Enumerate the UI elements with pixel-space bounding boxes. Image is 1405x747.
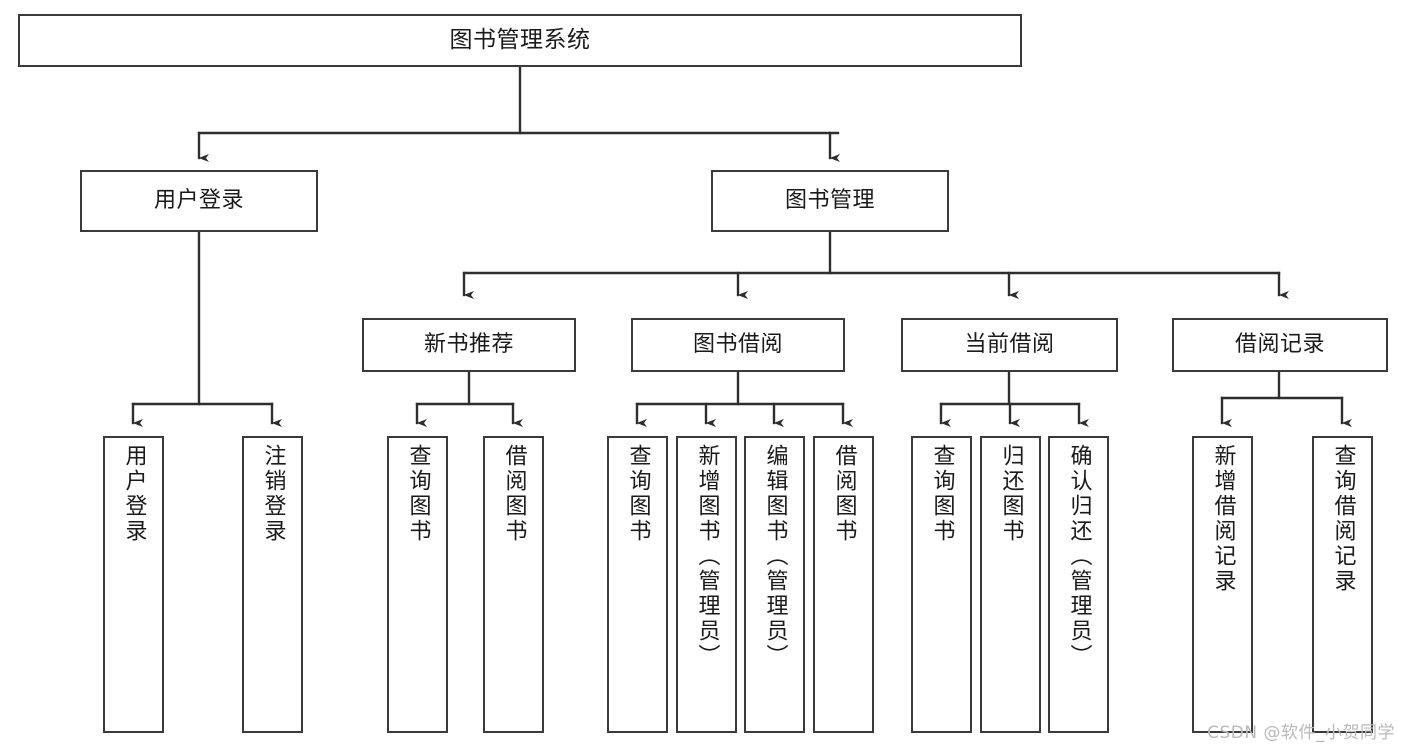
leaf-book-borrow-add-book-admin[interactable]: 新增图书（管理员） (676, 436, 737, 733)
leaf-book-borrow-query-book[interactable]: 查询图书 (607, 436, 668, 733)
node-label: 图书借阅 (692, 332, 783, 358)
node-label: 当前借阅 (964, 332, 1055, 358)
node-label: 确认归还（管理员） (1066, 444, 1092, 669)
leaf-borrow-record-query-record[interactable]: 查询借阅记录 (1312, 436, 1373, 733)
node-label: 查询图书 (405, 444, 431, 544)
node-label: 归还图书 (998, 444, 1024, 544)
node-label: 用户登录 (121, 444, 147, 544)
node-label: 查询图书 (625, 444, 651, 544)
node-current-borrow[interactable]: 当前借阅 (901, 318, 1118, 372)
leaf-book-borrow-borrow-book[interactable]: 借阅图书 (813, 436, 874, 733)
node-label: 查询图书 (929, 444, 955, 544)
node-book-borrow[interactable]: 图书借阅 (631, 318, 845, 372)
node-book-management[interactable]: 图书管理 (711, 170, 949, 232)
node-label: 借阅图书 (501, 444, 527, 544)
node-label: 用户登录 (153, 188, 244, 214)
node-label: 图书管理 (784, 188, 875, 214)
node-label: 查询借阅记录 (1330, 444, 1356, 594)
leaf-user-login-logout[interactable]: 注销登录 (242, 436, 303, 733)
leaf-new-book-borrow-book[interactable]: 借阅图书 (483, 436, 544, 733)
node-label: 注销登录 (260, 444, 286, 544)
node-user-login[interactable]: 用户登录 (80, 170, 318, 232)
node-label: 借阅图书 (831, 444, 857, 544)
leaf-current-borrow-query-book[interactable]: 查询图书 (911, 436, 972, 733)
leaf-current-borrow-confirm-return-admin[interactable]: 确认归还（管理员） (1048, 436, 1109, 733)
node-label: 借阅记录 (1234, 332, 1325, 358)
node-root-book-management-system[interactable]: 图书管理系统 (18, 14, 1022, 67)
node-label: 新书推荐 (423, 332, 514, 358)
leaf-current-borrow-return-book[interactable]: 归还图书 (980, 436, 1041, 733)
node-label: 编辑图书（管理员） (762, 444, 788, 669)
leaf-user-login-login[interactable]: 用户登录 (103, 436, 164, 733)
leaf-new-book-query-book[interactable]: 查询图书 (387, 436, 448, 733)
leaf-borrow-record-add-record[interactable]: 新增借阅记录 (1192, 436, 1253, 733)
node-label: 新增借阅记录 (1210, 444, 1236, 594)
node-label: 新增图书（管理员） (694, 444, 720, 669)
node-new-book-recommend[interactable]: 新书推荐 (362, 318, 576, 372)
leaf-book-borrow-edit-book-admin[interactable]: 编辑图书（管理员） (744, 436, 805, 733)
node-label: 图书管理系统 (449, 26, 591, 53)
node-borrow-record[interactable]: 借阅记录 (1172, 318, 1388, 372)
